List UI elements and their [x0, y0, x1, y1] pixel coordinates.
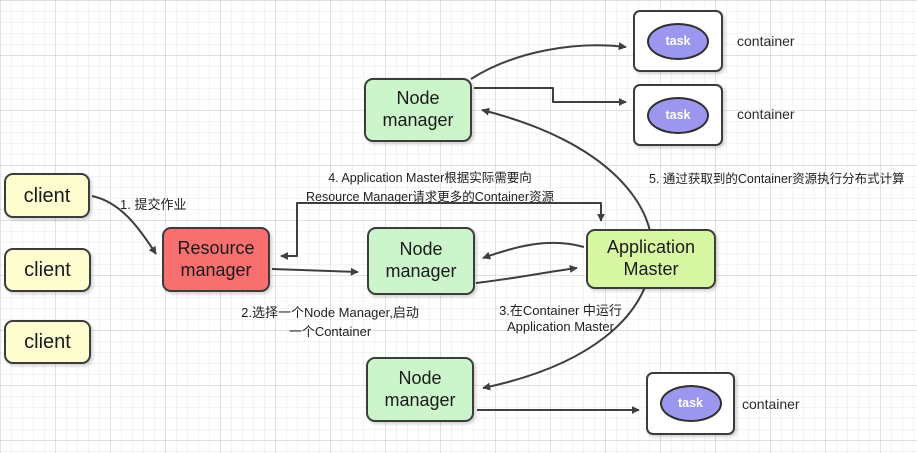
node-manager-label: Node manager [385, 239, 457, 281]
arrow-node-manager-to-application-master [475, 264, 578, 284]
resource-manager-label: Resource manager [177, 237, 255, 280]
container-box-2: task [633, 84, 723, 146]
client-node-2: client [4, 248, 91, 292]
task-label: task [677, 396, 704, 410]
container-label-3: container [742, 396, 800, 412]
container-label-1: container [737, 33, 795, 49]
arrow-top-node-manager-to-container1 [470, 42, 627, 80]
task-ellipse: task [659, 385, 722, 422]
task-label: task [665, 33, 691, 48]
annotation-step3: 3.在Container 中运行 Application Master [478, 300, 643, 334]
arrow-resource-manager-to-node-manager [271, 267, 359, 276]
node-manager-bottom: Node manager [366, 357, 474, 422]
container-label-2: container [737, 106, 795, 122]
node-manager-top: Node manager [364, 78, 472, 142]
client-node-3: client [4, 320, 91, 364]
task-label: task [665, 107, 691, 122]
annotation-step1: 1. 提交作业 [120, 197, 187, 212]
arrow-step4-request-loop [280, 202, 605, 260]
task-ellipse: task [647, 22, 709, 60]
annotation-step3-line1: 3.在Container 中运行 [499, 303, 622, 318]
arrow-client-to-resource-manager [91, 195, 157, 255]
node-manager-label: Node manager [384, 367, 456, 410]
node-manager-label: Node manager [382, 88, 454, 130]
annotation-step3-line2: Application Master [507, 319, 614, 334]
annotation-step2: 2.选择一个Node Manager,启动 一个Container [225, 302, 435, 340]
container-box-1: task [633, 10, 723, 72]
node-manager-middle: Node manager [367, 227, 475, 295]
application-master-node: Application Master [586, 229, 716, 289]
client-label: client [24, 331, 71, 353]
annotation-step4: 4. Application Master根据实际需要向 Resource Ma… [290, 167, 570, 205]
application-master-label: Application Master [606, 237, 696, 279]
annotation-step4-line1: 4. Application Master根据实际需要向 [328, 171, 532, 185]
arrow-application-master-to-node-manager [482, 241, 585, 260]
annotation-step5: 5. 通过获取到的Container资源执行分布式计算 [649, 172, 905, 186]
container-box-3: task [646, 372, 735, 435]
annotation-step4-line2: Resource Manager请求更多的Container资源 [305, 190, 554, 204]
task-ellipse: task [647, 96, 709, 134]
arrow-top-node-manager-to-container2 [474, 87, 627, 106]
annotation-step2-line2: 一个Container [288, 324, 372, 339]
resource-manager-node: Resource manager [162, 227, 270, 292]
client-node-1: client [4, 173, 90, 218]
client-label: client [23, 184, 71, 207]
client-label: client [24, 259, 71, 281]
annotation-step2-line1: 2.选择一个Node Manager,启动 [241, 305, 419, 320]
